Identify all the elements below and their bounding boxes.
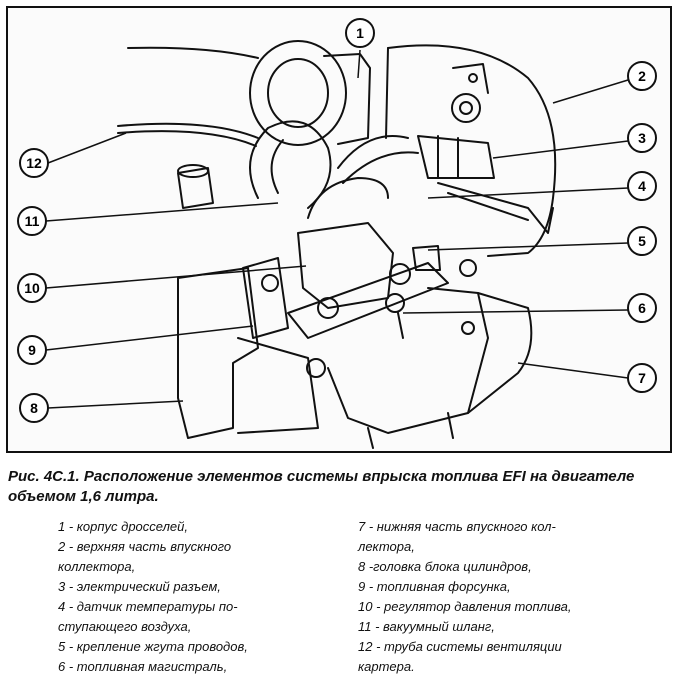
leader-line-9 xyxy=(45,325,254,351)
leader-line-11 xyxy=(45,202,279,222)
callouts: 1 2 3 4 5 6 7 xyxy=(17,18,657,423)
leader-line-7 xyxy=(517,362,629,379)
svg-text:2: 2 xyxy=(638,68,646,84)
legend-item-7: 7 - нижняя часть впускного кол- xyxy=(358,519,556,534)
throttle-body-shape xyxy=(249,40,347,146)
callout-8: 8 xyxy=(19,393,49,423)
legend-right-column: 7 - нижняя часть впускного кол- лектора,… xyxy=(358,517,658,677)
legend-left-column: 1 - корпус дросселей, 2 - верхняя часть … xyxy=(58,517,358,677)
upper-manifold-shape xyxy=(387,44,557,257)
engine-illustration xyxy=(117,40,557,449)
leader-line-4 xyxy=(427,187,629,199)
leader-line-12 xyxy=(47,132,127,164)
callout-1: 1 xyxy=(345,18,375,48)
legend-item-1: 1 - корпус дросселей, xyxy=(58,519,188,534)
legend-item-7-cont: лектора, xyxy=(358,539,415,554)
callout-2: 2 xyxy=(627,61,657,91)
callout-4: 4 xyxy=(627,171,657,201)
callout-6: 6 xyxy=(627,293,657,323)
breather-pipe-shape xyxy=(177,167,214,209)
svg-text:4: 4 xyxy=(638,178,646,194)
svg-text:7: 7 xyxy=(638,370,646,386)
callout-9: 9 xyxy=(17,335,47,365)
legend-item-11: 11 - вакуумный шланг, xyxy=(358,619,495,634)
sensor-bracket-shape xyxy=(437,182,554,234)
svg-text:9: 9 xyxy=(28,342,36,358)
figure-caption: Рис. 4С.1. Расположение элементов систем… xyxy=(8,468,635,505)
legend-item-10: 10 - регулятор давления топлива, xyxy=(358,599,572,614)
leader-line-8 xyxy=(47,400,184,409)
svg-text:5: 5 xyxy=(638,233,646,249)
legend-item-2-cont: коллектора, xyxy=(58,559,136,574)
callout-5: 5 xyxy=(627,226,657,256)
legend-item-5: 5 - крепление жгута проводов, xyxy=(58,639,248,654)
leader-line-2 xyxy=(552,79,629,104)
legend-item-4-cont: ступающего воздуха, xyxy=(58,619,192,634)
callout-3: 3 xyxy=(627,123,657,153)
injector-shape xyxy=(242,257,289,339)
callout-10: 10 xyxy=(17,273,47,303)
legend-item-12: 12 - труба системы вентиляции xyxy=(358,639,562,654)
diagram-drawing: 1 2 3 4 5 6 7 xyxy=(17,18,657,449)
svg-text:6: 6 xyxy=(638,300,646,316)
leader-lines xyxy=(45,49,629,409)
connector-shape xyxy=(417,135,495,179)
lower-manifold-shape xyxy=(327,287,533,434)
leader-line-5 xyxy=(427,242,629,251)
leader-line-6 xyxy=(402,309,629,314)
svg-text:10: 10 xyxy=(24,280,40,296)
pressure-regulator-shape xyxy=(297,222,394,309)
svg-text:11: 11 xyxy=(25,213,40,229)
leader-line-1 xyxy=(357,49,361,79)
callout-7: 7 xyxy=(627,363,657,393)
legend-item-2: 2 - верхняя часть впускного xyxy=(58,539,232,554)
fuel-rail-shape xyxy=(287,262,449,339)
leader-line-10 xyxy=(45,265,307,289)
engine-diagram: 1 2 3 4 5 6 7 xyxy=(6,6,672,453)
svg-text:8: 8 xyxy=(30,400,38,416)
vacuum-hose-shape xyxy=(249,120,332,209)
legend-item-9: 9 - топливная форсунка, xyxy=(358,579,511,594)
cylinder-head-shape xyxy=(177,267,259,439)
svg-text:3: 3 xyxy=(638,130,646,146)
legend-item-6: 6 - топливная магистраль, xyxy=(58,659,228,674)
callout-11: 11 xyxy=(17,206,47,236)
legend-item-3: 3 - электрический разъем, xyxy=(58,579,221,594)
leader-line-3 xyxy=(492,140,629,159)
callout-12: 12 xyxy=(19,148,49,178)
svg-text:12: 12 xyxy=(26,155,42,171)
legend-item-12-cont: картера. xyxy=(358,659,415,674)
svg-text:1: 1 xyxy=(356,25,364,41)
legend-item-8: 8 -головка блока цилиндров, xyxy=(358,559,532,574)
legend-item-4: 4 - датчик температуры по- xyxy=(58,599,238,614)
